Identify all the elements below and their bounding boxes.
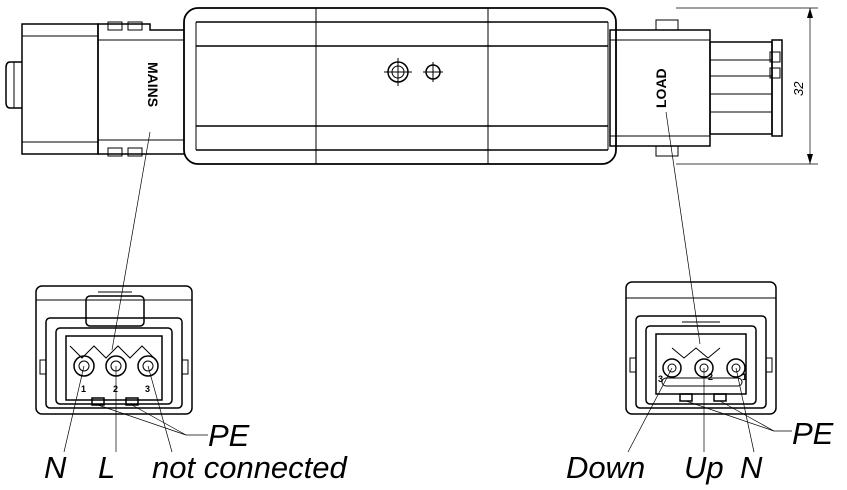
screw-icon: [384, 58, 412, 86]
load-pin-3-label: 3: [658, 374, 663, 384]
mains-label: MAINS: [145, 62, 161, 107]
load-n-label: N: [740, 450, 763, 485]
mains-connector-front-view: [35, 285, 193, 415]
load-leader-lines: [627, 111, 792, 453]
screw-icon: [423, 62, 443, 82]
mains-nc-label: not connected: [152, 450, 349, 485]
mains-l-label: L: [98, 450, 115, 485]
mains-leader-lines: [63, 131, 208, 453]
dimension-value: 32: [791, 81, 806, 96]
pin-icon: [137, 355, 159, 377]
load-pin-2-label: 2: [708, 372, 713, 382]
pin-icon: [726, 358, 746, 378]
mains-pin-2-label: 2: [113, 384, 118, 394]
load-up-label: Up: [684, 450, 724, 485]
pin-icon: [662, 358, 682, 378]
load-pe-label: PE: [792, 416, 834, 451]
mains-n-label: N: [44, 450, 67, 485]
load-pin-1-label: 1: [742, 372, 747, 382]
height-dimension: [676, 7, 818, 165]
mains-pin-3-label: 3: [145, 384, 150, 394]
load-down-label: Down: [566, 450, 645, 485]
load-connector-front-view: [625, 281, 777, 415]
mains-pe-label: PE: [208, 418, 250, 453]
top-view-assembly: [5, 7, 818, 165]
load-label: LOAD: [653, 68, 669, 108]
mains-pin-1-label: 1: [81, 384, 86, 394]
pin-icon: [73, 355, 95, 377]
